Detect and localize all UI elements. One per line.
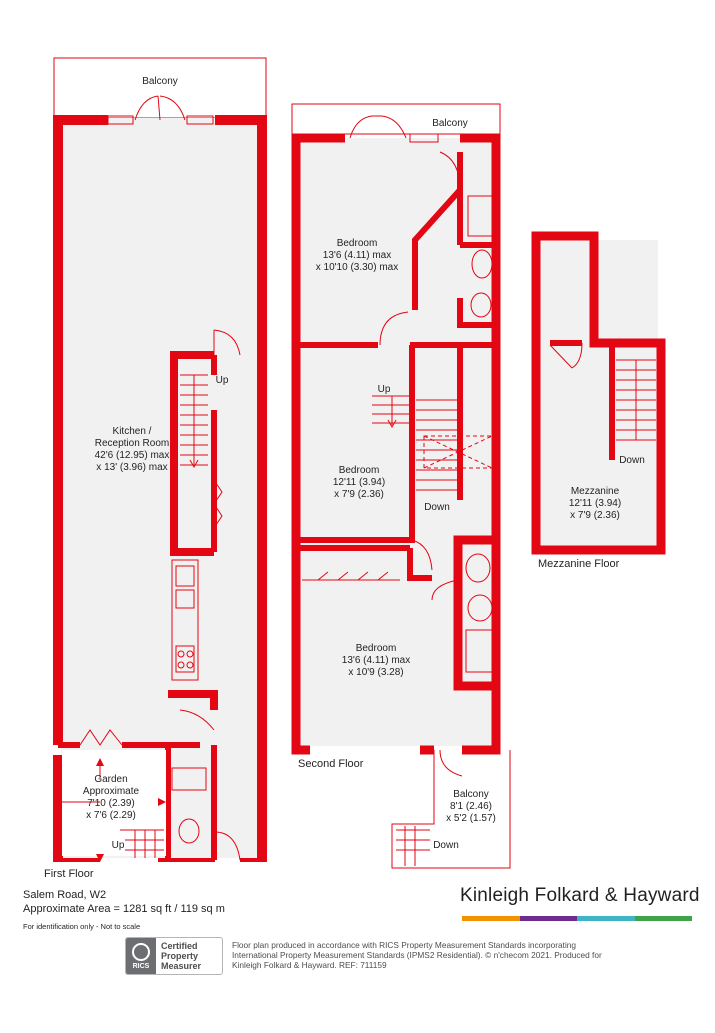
kitchen-dimensions-2: x 13' (3.96) max [96,462,167,473]
kitchen-units [171,559,199,681]
bedroom-dimensions-2: x 7'9 (2.36) [334,489,384,500]
mezzanine-floor-label: Mezzanine Floor [538,558,620,570]
mezzanine-floor-plan: Down Mezzanine 12'11 (3.94) x 7'9 (2.36)… [531,231,666,570]
bedroom-dimensions: 12'11 (3.94) [333,477,385,488]
bedroom-dimensions: 13'6 (4.11) max [323,250,391,261]
first-floor-label: First Floor [44,868,94,880]
rics-badge: RICS Certified Property Measurer [125,937,223,975]
rics-line: Certified [161,941,198,951]
kitchen-label-2: Reception Room [95,438,169,449]
stairs-up-label: Up [216,375,229,386]
first-floor-plan: Balcony Kitchen / Reception Room 42'6 (1… [44,57,267,880]
agent-brand-name: Kinleigh Folkard & Hayward [460,885,700,906]
disclaimer: Floor plan produced in accordance with R… [232,940,602,970]
stairs-down-label: Down [424,502,450,513]
balcony-label: Balcony [432,118,468,129]
second-floor-label: Second Floor [298,758,364,770]
second-floor-plan: Balcony Bedroom 13'6 (4.11) max x 10'10 … [291,103,511,869]
window [107,115,134,125]
rics-logo-icon: RICS [126,938,156,974]
stairs-down-label: Down [619,455,645,466]
property-info: Salem Road, W2 Approximate Area = 1281 s… [23,888,225,934]
mezzanine-label: Mezzanine [571,486,620,497]
bedroom-dimensions: 13'6 (4.11) max [342,655,410,666]
bedroom-label: Bedroom [356,643,397,654]
address: Salem Road, W2 [23,889,107,901]
stairs-up-label: Up [378,384,391,395]
bedroom-label: Bedroom [339,465,380,476]
balcony-area [53,57,267,119]
rics-line: Measurer [161,961,202,971]
rics-line: Property [161,951,199,961]
kitchen-dimensions: 42'6 (12.95) max [95,450,170,461]
brand-color-bar [462,916,692,921]
mezzanine-dimensions-2: x 7'9 (2.36) [570,510,620,521]
garden-label-2: Approximate [83,786,140,797]
garden-up-label: Up [112,840,125,851]
garden-dimensions: 7'10 (2.39) [87,798,135,809]
garden-label: Garden [94,774,127,785]
kitchen-area [61,118,261,858]
window [186,115,214,125]
mezzanine-dimensions: 12'11 (3.94) [569,498,621,509]
garden-dimensions-2: x 7'6 (2.29) [86,810,136,821]
stairs-first-floor [180,374,208,469]
bedroom-label: Bedroom [337,238,378,249]
balcony-label: Balcony [142,76,178,87]
bedroom-dimensions-2: x 10'10 (3.30) max [316,262,399,273]
balcony-dimensions-2: x 5'2 (1.57) [446,813,496,824]
scale-note: For identification only - Not to scale [23,922,141,931]
bedroom-dimensions-2: x 10'9 (3.28) [348,667,403,678]
balcony-dimensions: 8'1 (2.46) [450,801,492,812]
garden-area [62,750,166,856]
stairs-down-label: Down [433,840,459,851]
approximate-area: Approximate Area = 1281 sq ft / 119 sq m [23,903,225,915]
kitchen-label: Kitchen / [113,426,152,437]
balcony-label: Balcony [453,789,489,800]
